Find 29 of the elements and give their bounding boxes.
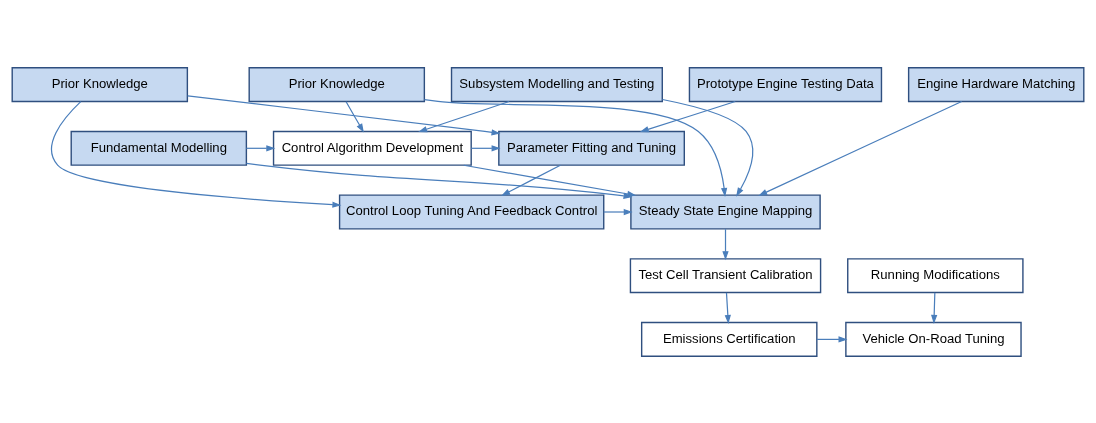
arrow xyxy=(931,291,938,324)
node-box: Engine Hardware Matching xyxy=(907,66,1085,102)
node-box: Subsystem Modelling and Testing xyxy=(450,66,663,102)
arrow xyxy=(50,100,342,208)
arrow xyxy=(345,100,364,133)
arrow xyxy=(245,144,276,151)
arrow xyxy=(418,100,510,132)
node-box: Vehicle On-Road Tuning xyxy=(845,321,1022,357)
arrow xyxy=(501,164,561,196)
node-box: Steady State Engine Mapping xyxy=(630,193,821,230)
arrow xyxy=(639,100,736,132)
node-box: Prior Knowledge xyxy=(248,66,426,102)
node-box: Control Loop Tuning And Feedback Control xyxy=(338,193,605,230)
arrow xyxy=(187,94,501,135)
arrow xyxy=(661,98,754,197)
arrow xyxy=(722,228,729,260)
node-box: Fundamental Modelling xyxy=(70,130,248,166)
arrow xyxy=(724,291,731,324)
node-box: Prototype Engine Testing Data xyxy=(688,66,883,102)
node-box: Parameter Fitting and Tuning xyxy=(498,130,685,166)
node-box: Prior Knowledge xyxy=(11,66,189,102)
node-box: Running Modifications xyxy=(847,257,1024,293)
node-box: Test Cell Transient Calibration xyxy=(629,257,822,293)
arrow xyxy=(816,335,848,343)
arrow xyxy=(758,100,963,196)
node-box: Control Algorithm Development xyxy=(272,130,472,166)
arrow xyxy=(470,144,501,151)
node-box: Emissions Certification xyxy=(640,321,818,357)
arrow xyxy=(603,208,633,215)
